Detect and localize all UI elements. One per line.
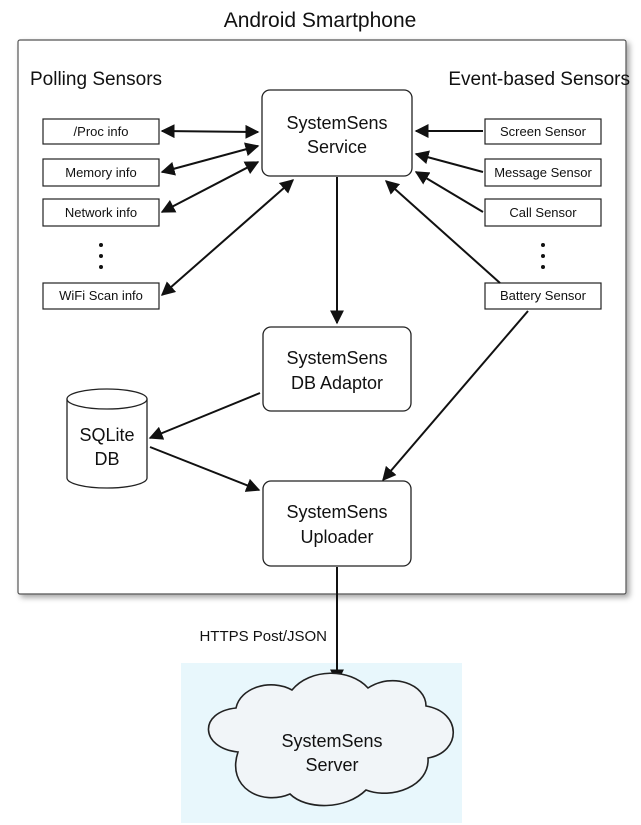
- event-sensor-call: Call Sensor: [484, 198, 602, 227]
- arrow-wifi-service: [160, 179, 295, 296]
- svg-text:SystemSens: SystemSens: [286, 348, 387, 368]
- svg-text:WiFi Scan info: WiFi Scan info: [59, 288, 143, 303]
- polling-sensors-heading: Polling Sensors: [30, 69, 162, 90]
- polling-sensor-network-info: Network info: [42, 198, 160, 227]
- svg-text:Service: Service: [307, 137, 367, 157]
- arrow-adaptor-sqlite: [148, 392, 261, 440]
- svg-text:Uploader: Uploader: [300, 527, 373, 547]
- arrow-battery-uploader: [382, 310, 529, 482]
- event-sensor-battery: Battery Sensor: [484, 282, 602, 310]
- sqlite-db-cylinder: SQLite DB: [66, 388, 148, 489]
- systemsens-uploader-box: SystemSens Uploader: [262, 480, 412, 567]
- event-sensors-heading: Event-based Sensors: [448, 69, 630, 90]
- svg-text:Screen Sensor: Screen Sensor: [500, 124, 587, 139]
- arrow-proc-service: [160, 124, 260, 139]
- polling-sensor-proc-info: /Proc info: [42, 118, 160, 145]
- svg-text:DB Adaptor: DB Adaptor: [291, 373, 383, 393]
- svg-text:Server: Server: [305, 755, 358, 775]
- svg-text:SystemSens: SystemSens: [286, 113, 387, 133]
- arrow-sqlite-uploader: [149, 446, 261, 492]
- svg-text:Message Sensor: Message Sensor: [494, 165, 592, 180]
- arrow-battery-service: [384, 180, 501, 284]
- svg-text:Memory info: Memory info: [65, 165, 137, 180]
- svg-text:Call Sensor: Call Sensor: [509, 205, 577, 220]
- svg-text:SystemSens: SystemSens: [281, 731, 382, 751]
- polling-sensor-wifi-scan-info: WiFi Scan info: [42, 282, 160, 310]
- arrow-call-service: [414, 171, 484, 213]
- svg-text:SystemSens: SystemSens: [286, 502, 387, 522]
- arrow-message-service: [414, 150, 484, 173]
- event-ellipsis: [541, 243, 545, 269]
- svg-text:/Proc info: /Proc info: [74, 124, 129, 139]
- systemsens-db-adaptor-box: SystemSens DB Adaptor: [262, 326, 412, 412]
- event-sensor-screen: Screen Sensor: [484, 118, 602, 145]
- polling-ellipsis: [99, 243, 103, 269]
- page-title: Android Smartphone: [224, 9, 417, 32]
- svg-text:Network info: Network info: [65, 205, 137, 220]
- svg-text:Battery Sensor: Battery Sensor: [500, 288, 587, 303]
- polling-sensor-memory-info: Memory info: [42, 158, 160, 187]
- svg-text:SQLite: SQLite: [79, 425, 134, 445]
- https-post-json-label: HTTPS Post/JSON: [199, 628, 327, 645]
- systemsens-server-cloud: SystemSens Server: [207, 672, 454, 807]
- svg-text:DB: DB: [94, 449, 119, 469]
- systemsens-service-box: SystemSens Service: [261, 89, 413, 177]
- event-sensor-message: Message Sensor: [484, 158, 602, 187]
